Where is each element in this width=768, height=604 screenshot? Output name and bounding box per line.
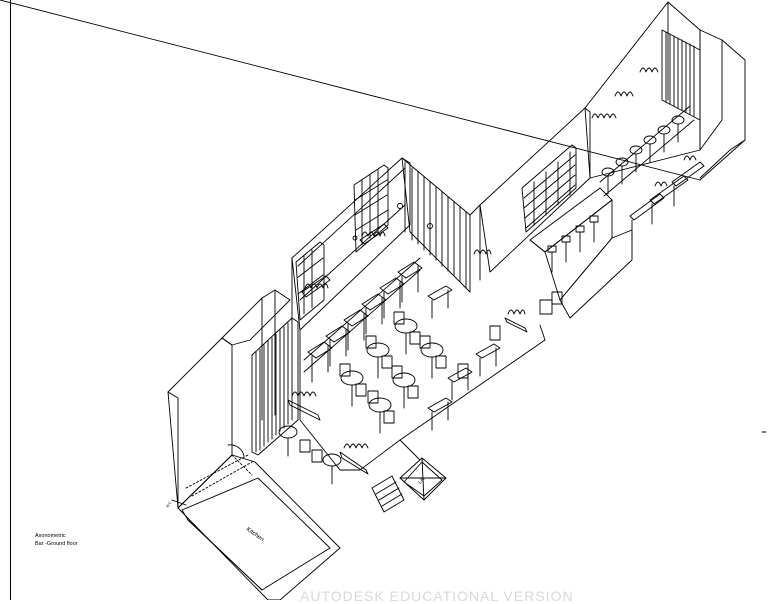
bottle-shelving bbox=[521, 144, 577, 233]
sheet-border bbox=[10, 0, 11, 600]
wall-lamps bbox=[352, 203, 433, 241]
window-grid bbox=[295, 164, 389, 321]
lift-label: Lift bbox=[417, 476, 426, 485]
planter-boxes bbox=[287, 223, 528, 475]
booth-tables bbox=[303, 257, 423, 383]
stairs bbox=[371, 475, 405, 513]
bar-wing-walls bbox=[0, 0, 746, 341]
bar-booth-seating bbox=[539, 161, 705, 315]
side-tables bbox=[427, 285, 501, 431]
bar-planters bbox=[473, 67, 697, 255]
caption-subtitle: Bar -Ground floor bbox=[35, 541, 78, 547]
slatted-screen-right bbox=[661, 29, 701, 121]
kitchen-label: Kitchen bbox=[245, 527, 265, 543]
high-tables bbox=[599, 105, 695, 197]
lift-shaft bbox=[399, 457, 447, 501]
round-tables bbox=[278, 311, 447, 485]
bar-stools bbox=[547, 215, 599, 273]
watermark: AUTODESK EDUCATIONAL VERSION bbox=[300, 588, 574, 604]
bar-counter bbox=[529, 187, 633, 319]
wc-label: W.C bbox=[165, 500, 172, 508]
caption-title: Axonometric bbox=[35, 533, 66, 539]
dining-hall-walls bbox=[291, 157, 546, 471]
kitchen-block bbox=[167, 289, 341, 600]
slatted-screen-left bbox=[251, 317, 299, 456]
